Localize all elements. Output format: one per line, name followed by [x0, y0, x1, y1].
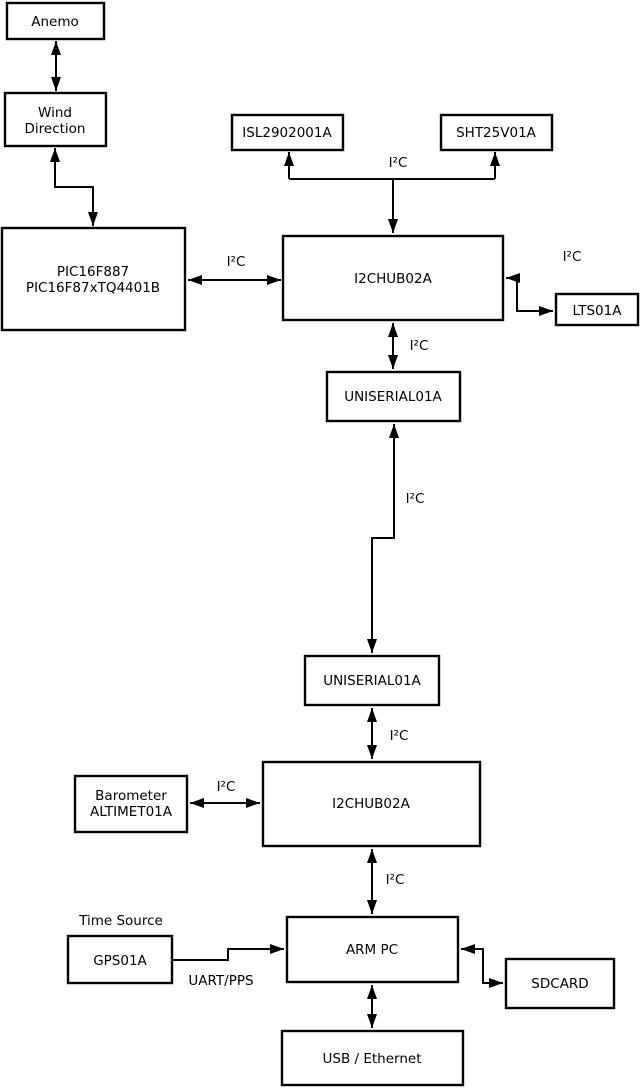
- node-pic-label-line1: PIC16F887: [57, 264, 129, 280]
- node-hub2-label: I2CHUB02A: [332, 796, 410, 812]
- edge-label-hub1-lts: I²C: [563, 249, 582, 265]
- edge-label-uart-pps: UART/PPS: [188, 973, 253, 989]
- node-sdcard-box: [504, 957, 616, 1010]
- edge-label-uniserial-link: I²C: [406, 491, 425, 507]
- edge-label-barometer-hub2: I²C: [217, 779, 236, 795]
- node-gps-label: GPS01A: [93, 953, 147, 969]
- node-sdcard-label: SDCARD: [531, 976, 588, 992]
- node-lts-box: [554, 292, 640, 327]
- node-usb-ethernet: USB / Ethernet: [280, 1029, 465, 1087]
- node-wind-direction-label-line1: Wind: [38, 105, 72, 121]
- edge-labels: I²C I²C I²C I²C I²C I²C I²C I²C UART/PPS…: [78, 155, 581, 989]
- node-barometer: Barometer ALTIMET01A: [73, 774, 189, 834]
- node-hub1-label: I2CHUB02A: [354, 271, 432, 287]
- node-armpc-box: [285, 915, 460, 984]
- edge-label-uniserial2-hub2: I²C: [390, 728, 409, 744]
- node-barometer-label-line2: ALTIMET01A: [90, 804, 173, 820]
- node-hub1-box: [281, 234, 505, 322]
- node-uniserial1: UNISERIAL01A: [325, 370, 462, 423]
- node-uniserial1-box: [325, 370, 462, 423]
- node-anemo-label: Anemo: [31, 14, 79, 30]
- node-gps-box: [66, 934, 174, 985]
- node-pic-label-line2: PIC16F87xTQ4401B: [26, 280, 160, 296]
- node-anemo-box: [5, 1, 106, 41]
- node-uniserial2-label: UNISERIAL01A: [323, 673, 421, 689]
- edge-hub1-lts: [506, 273, 553, 316]
- node-anemo: Anemo: [5, 1, 106, 41]
- node-wind-direction-label-line2: Direction: [25, 121, 86, 137]
- node-armpc-label: ARM PC: [346, 942, 398, 958]
- node-wind-direction: Wind Direction: [3, 91, 108, 148]
- edge-label-bus-top: I²C: [389, 155, 408, 171]
- node-uniserial2-box: [303, 654, 441, 707]
- node-pic-box: [0, 226, 187, 332]
- node-isl: ISL2902001A: [230, 113, 345, 152]
- node-isl-box: [230, 113, 345, 152]
- edge-uniserial1-uniserial2: [367, 424, 399, 653]
- node-usb-ethernet-label: USB / Ethernet: [323, 1051, 422, 1067]
- edge-label-pic-hub1: I²C: [227, 254, 246, 270]
- node-lts: LTS01A: [554, 292, 640, 327]
- node-gps: GPS01A: [66, 934, 174, 985]
- node-sht: SHT25V01A: [439, 113, 554, 152]
- node-uniserial1-label: UNISERIAL01A: [344, 389, 442, 405]
- node-hub1: I2CHUB02A: [281, 234, 505, 322]
- edge-gps-armpc: [173, 944, 284, 961]
- node-sdcard: SDCARD: [504, 957, 616, 1010]
- edge-label-time-source: Time Source: [78, 913, 163, 929]
- node-armpc: ARM PC: [285, 915, 460, 984]
- edge-label-hub2-armpc: I²C: [386, 872, 405, 888]
- node-barometer-label-line1: Barometer: [95, 788, 167, 804]
- node-lts-label: LTS01A: [573, 303, 623, 319]
- edges: [50, 41, 553, 1028]
- node-sht-label: SHT25V01A: [456, 125, 537, 141]
- node-pic: PIC16F887 PIC16F87xTQ4401B: [0, 226, 187, 332]
- node-sht-box: [439, 113, 554, 152]
- edge-wind-pic: [50, 148, 98, 226]
- edge-armpc-sdcard: [461, 944, 503, 988]
- node-hub2: I2CHUB02A: [261, 760, 482, 848]
- edge-label-hub1-uniserial1: I²C: [410, 338, 429, 354]
- node-hub2-box: [261, 760, 482, 848]
- node-isl-label: ISL2902001A: [242, 125, 332, 141]
- node-barometer-box: [73, 774, 189, 834]
- node-usb-ethernet-box: [280, 1029, 465, 1087]
- node-uniserial2: UNISERIAL01A: [303, 654, 441, 707]
- node-wind-direction-box: [3, 91, 108, 148]
